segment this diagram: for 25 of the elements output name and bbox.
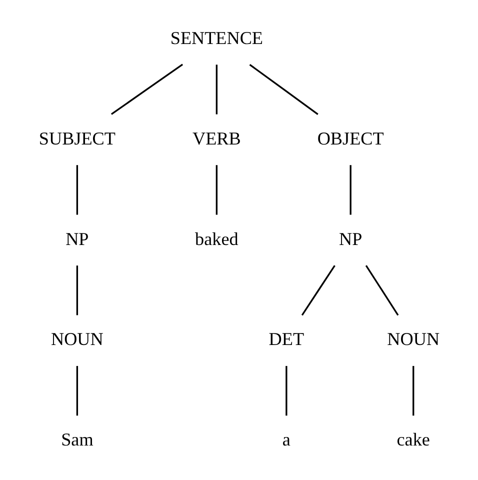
node-text: NP — [339, 228, 362, 249]
node-text: VERB — [192, 128, 241, 148]
connector — [412, 366, 414, 416]
node-text: NP — [66, 228, 89, 249]
node-text: DET — [268, 329, 304, 350]
node-text: NOUN — [51, 329, 104, 350]
node-text: cake — [396, 430, 430, 450]
connector — [216, 165, 218, 215]
connector — [249, 64, 318, 115]
connector — [216, 64, 218, 114]
connector — [286, 366, 288, 416]
connector — [76, 165, 78, 215]
connector — [350, 165, 352, 215]
connector — [76, 366, 78, 416]
node-text: baked — [195, 228, 238, 249]
node-text: Sam — [61, 430, 94, 450]
connector — [365, 265, 399, 316]
node-text: NOUN — [387, 329, 440, 350]
connector — [301, 265, 336, 316]
node-text: a — [282, 430, 290, 450]
node-text: SUBJECT — [38, 128, 116, 148]
connector — [110, 64, 184, 115]
node-text: OBJECT — [317, 128, 384, 148]
node-text: SENTENCE — [170, 28, 263, 48]
connector — [76, 266, 78, 316]
